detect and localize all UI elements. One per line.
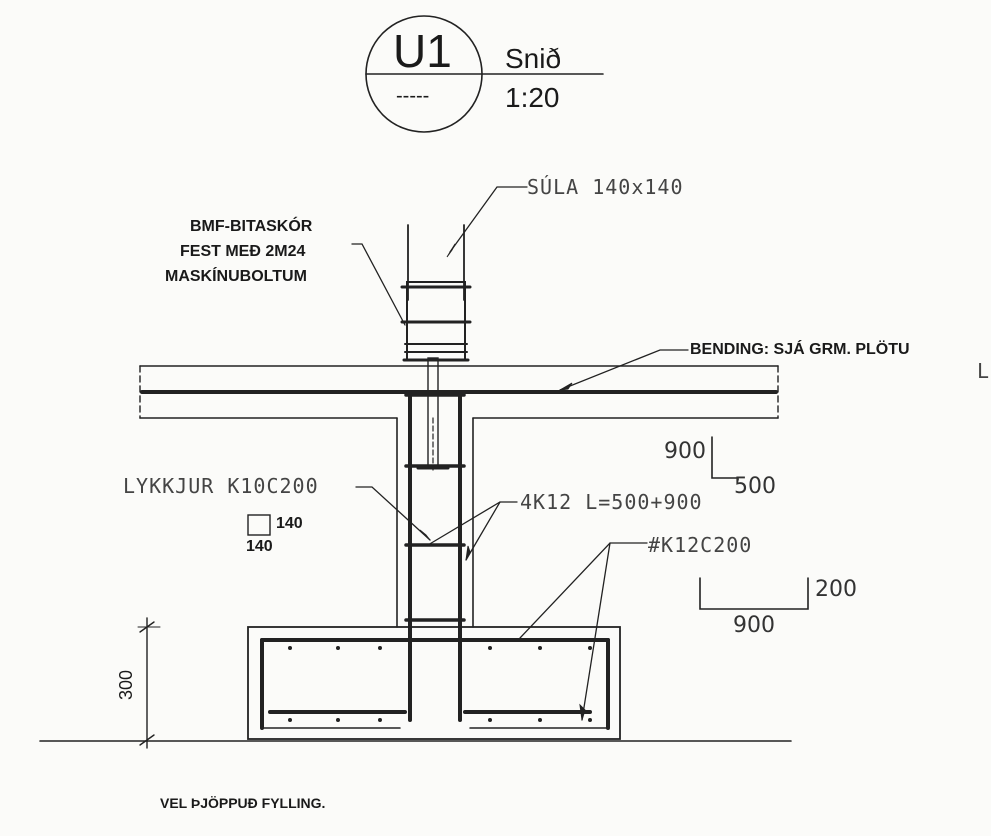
shoe-label-line3: MASKÍNUBOLTUM <box>165 268 307 285</box>
stirrups-label: LYKKJUR K10C200 <box>123 474 319 498</box>
view-type: Snið <box>505 43 562 74</box>
hook-bar-shape <box>699 577 809 610</box>
drawing-scale: 1:20 <box>505 82 560 113</box>
fill-note: VEL ÞJÖPPUÐ FYLLING. <box>160 795 326 811</box>
column-label: SÚLA 140x140 <box>527 175 684 199</box>
footing-height-dimension: 300 <box>116 669 136 700</box>
edge-fragment-label: L <box>977 359 991 383</box>
detail-id: U1 <box>393 25 452 77</box>
column-size-square <box>247 514 271 536</box>
detail-reference: ----- <box>396 85 430 107</box>
mesh-label: #K12C200 <box>648 533 753 557</box>
slab-rebar-label: BENDING: SJÁ GRM. PLÖTU <box>690 341 910 358</box>
bent-bar-length: 500 <box>734 474 776 499</box>
bent-bar-leg: 900 <box>664 439 706 464</box>
bent-bar-shape <box>711 436 739 481</box>
bars-label: 4K12 L=500+900 <box>520 490 703 514</box>
hook-bar-length: 900 <box>733 613 775 638</box>
column-size-height: 140 <box>246 538 273 555</box>
hook-bar-leg: 200 <box>815 577 857 602</box>
column-size-width: 140 <box>276 515 303 532</box>
shoe-label-line1: BMF-BITASKÓR <box>190 218 313 235</box>
shoe-label-line2: FEST MEÐ 2M24 <box>180 243 306 260</box>
footing <box>247 626 621 740</box>
